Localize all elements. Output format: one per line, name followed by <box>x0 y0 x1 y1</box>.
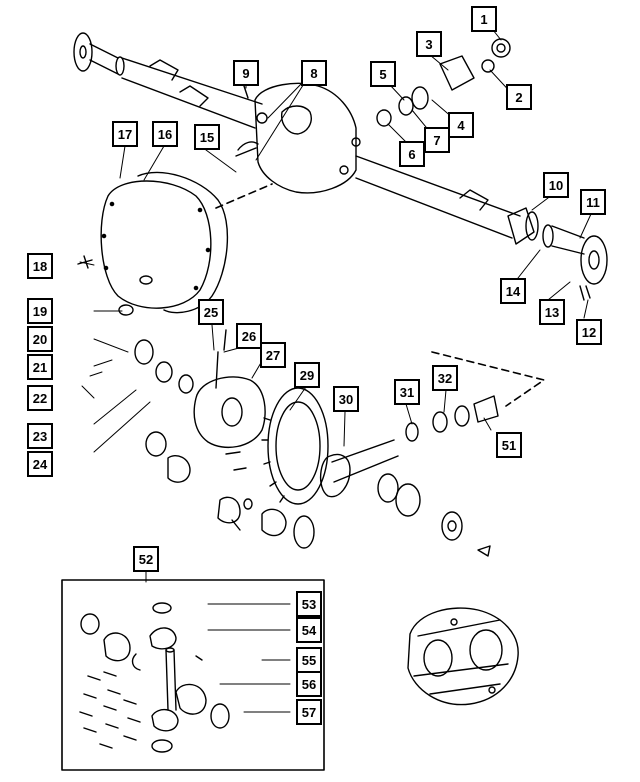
inset-kit-parts[interactable] <box>79 602 230 753</box>
callout-11[interactable]: 11 <box>580 189 606 215</box>
axle-housing[interactable] <box>73 32 608 301</box>
callout-3[interactable]: 3 <box>416 31 442 57</box>
callout-31[interactable]: 31 <box>394 379 420 405</box>
callout-16[interactable]: 16 <box>152 121 178 147</box>
callout-23[interactable]: 23 <box>27 423 53 449</box>
assembled-differential[interactable] <box>407 607 519 706</box>
gasket-bolts <box>101 201 211 291</box>
callout-18[interactable]: 18 <box>27 253 53 279</box>
callout-30[interactable]: 30 <box>333 386 359 412</box>
callout-27[interactable]: 27 <box>260 342 286 368</box>
housing-cover[interactable] <box>77 171 229 316</box>
callout-20[interactable]: 20 <box>27 326 53 352</box>
callout-17[interactable]: 17 <box>112 121 138 147</box>
reference-lines <box>215 183 545 407</box>
inset-kit-box <box>61 579 325 771</box>
callout-8[interactable]: 8 <box>301 60 327 86</box>
callout-56[interactable]: 56 <box>296 671 322 697</box>
callout-6[interactable]: 6 <box>399 141 425 167</box>
callout-22[interactable]: 22 <box>27 385 53 411</box>
callout-14[interactable]: 14 <box>500 278 526 304</box>
callout-53[interactable]: 53 <box>296 591 322 617</box>
callout-54[interactable]: 54 <box>296 617 322 643</box>
callout-15[interactable]: 15 <box>194 124 220 150</box>
callout-26[interactable]: 26 <box>236 323 262 349</box>
callout-55[interactable]: 55 <box>296 647 322 673</box>
callout-1[interactable]: 1 <box>471 6 497 32</box>
callout-57[interactable]: 57 <box>296 699 322 725</box>
callout-19[interactable]: 19 <box>27 298 53 324</box>
callout-24[interactable]: 24 <box>27 451 53 477</box>
callout-13[interactable]: 13 <box>539 299 565 325</box>
callout-25[interactable]: 25 <box>198 299 224 325</box>
callout-5[interactable]: 5 <box>370 61 396 87</box>
callout-29[interactable]: 29 <box>294 362 320 388</box>
callout-2[interactable]: 2 <box>506 84 532 110</box>
pinion-hardware[interactable] <box>235 38 511 157</box>
callout-7[interactable]: 7 <box>424 127 450 153</box>
differential-assembly[interactable] <box>134 329 499 557</box>
callout-32[interactable]: 32 <box>432 365 458 391</box>
callout-4[interactable]: 4 <box>448 112 474 138</box>
callout-51[interactable]: 51 <box>496 432 522 458</box>
callout-52[interactable]: 52 <box>133 546 159 572</box>
callout-21[interactable]: 21 <box>27 354 53 380</box>
callout-9[interactable]: 9 <box>233 60 259 86</box>
callout-10[interactable]: 10 <box>543 172 569 198</box>
callout-12[interactable]: 12 <box>576 319 602 345</box>
